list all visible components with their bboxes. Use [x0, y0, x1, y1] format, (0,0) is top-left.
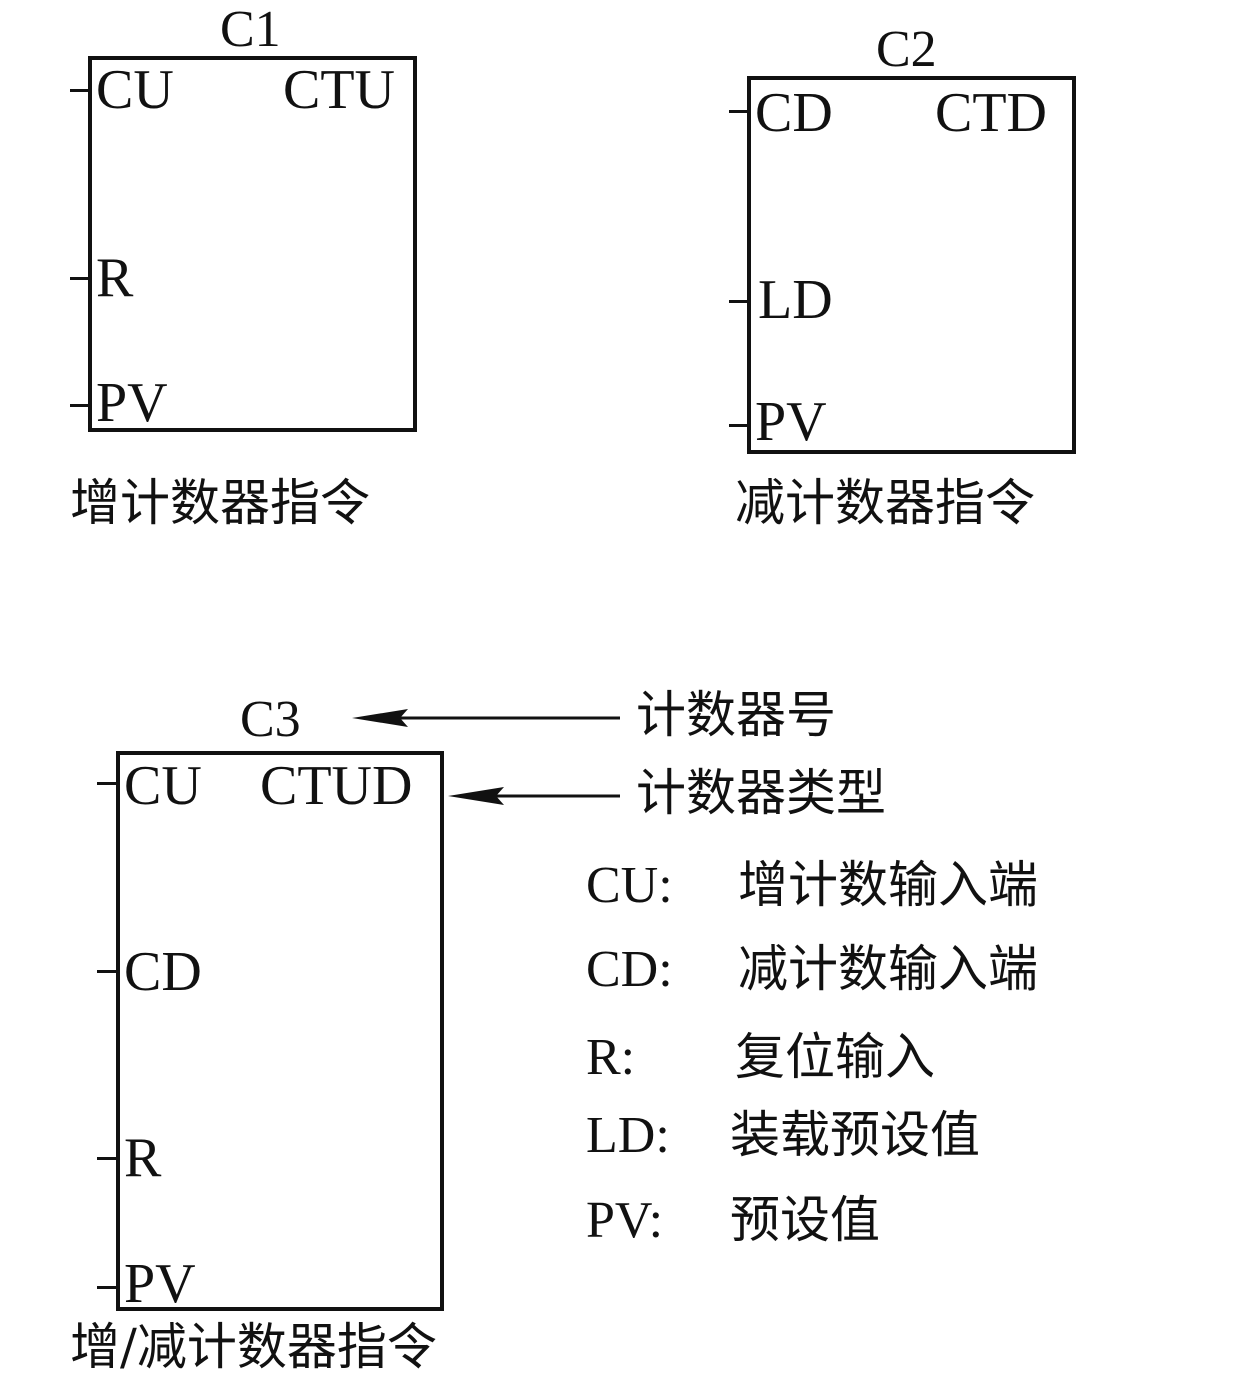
c2-input-ld: LD	[758, 269, 833, 331]
c3-pin-cd	[97, 970, 117, 973]
c1-pin-pv	[70, 404, 90, 407]
c1-name: C1	[220, 1, 281, 58]
legend-key-cu: CU:	[586, 857, 673, 914]
c2-pin-cd	[729, 110, 749, 113]
counter-type-arrow-head	[448, 787, 504, 805]
annotation-counter-number: 计数器号	[636, 686, 836, 744]
c1-pin-r	[70, 277, 90, 280]
c3-caption: 增/减计数器指令	[70, 1318, 437, 1376]
c1-input-pv: PV	[96, 372, 168, 434]
legend-value-ld: 装载预设值	[730, 1106, 980, 1164]
c2-input-pv: PV	[755, 391, 827, 453]
annotation-counter-type: 计数器类型	[636, 764, 886, 822]
c3-name: C3	[240, 691, 301, 748]
c2-name: C2	[876, 21, 937, 78]
legend-key-ld: LD:	[586, 1107, 670, 1164]
c2-pin-ld	[729, 300, 749, 303]
legend-key-pv: PV:	[586, 1192, 664, 1249]
legend-value-cd: 减计数输入端	[738, 940, 1038, 998]
c3-input-r: R	[124, 1127, 162, 1189]
c2-pin-pv	[729, 424, 749, 427]
c1-input-cu: CU	[96, 59, 174, 121]
counter-number-arrow-head	[352, 709, 408, 727]
c3-pin-r	[97, 1157, 117, 1160]
c3-input-pv: PV	[124, 1253, 196, 1315]
legend-key-cd: CD:	[586, 941, 673, 998]
c1-pin-cu	[70, 89, 90, 92]
c2-input-cd: CD	[755, 82, 833, 144]
c1-caption: 增计数器指令	[70, 474, 370, 532]
c3-pin-pv	[97, 1286, 117, 1289]
c2-type: CTD	[935, 82, 1047, 144]
c2-caption: 减计数器指令	[735, 474, 1035, 532]
c2-block	[747, 76, 1076, 454]
legend-value-pv: 预设值	[730, 1191, 880, 1249]
legend-value-r: 复位输入	[735, 1028, 935, 1086]
legend-key-r: R:	[586, 1029, 636, 1086]
c3-pin-cu	[97, 782, 117, 785]
c3-input-cu: CU	[124, 755, 202, 817]
c1-input-r: R	[96, 247, 134, 309]
c3-block	[116, 751, 444, 1311]
legend-value-cu: 增计数输入端	[738, 856, 1038, 914]
c1-block	[88, 56, 417, 432]
c3-input-cd: CD	[124, 941, 202, 1003]
c1-type: CTU	[283, 59, 395, 121]
c3-type: CTUD	[260, 755, 413, 817]
